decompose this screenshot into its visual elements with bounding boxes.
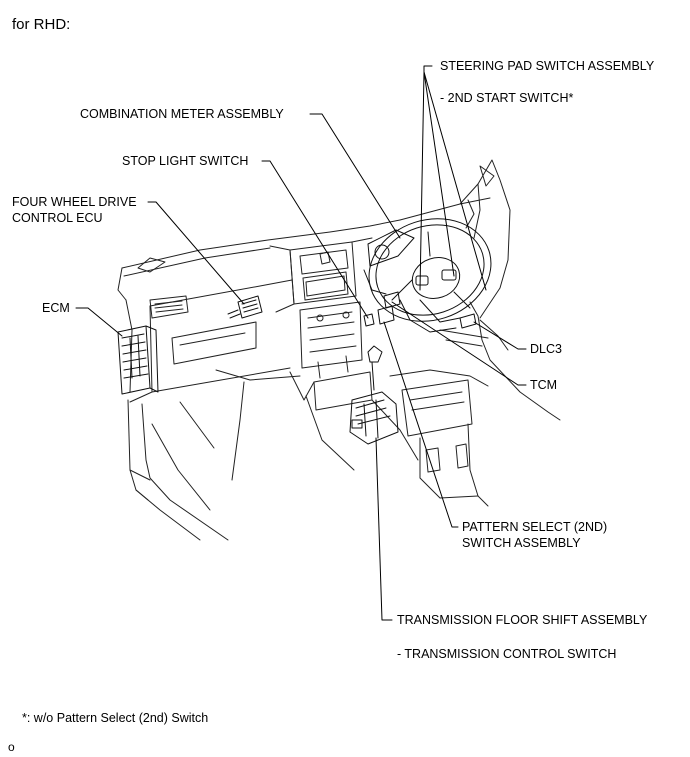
steering-wheel — [368, 218, 492, 333]
label-second-start: - 2ND START SWITCH* — [440, 91, 574, 105]
small-components — [363, 291, 477, 329]
four-wd-ecu — [227, 295, 263, 319]
label-trans-control: - TRANSMISSION CONTROL SWITCH — [397, 647, 617, 661]
label-four-wd-line2: CONTROL ECU — [12, 211, 103, 225]
leader-lines — [75, 65, 527, 621]
label-combination-meter: COMBINATION METER ASSEMBLY — [80, 107, 284, 121]
combination-meter — [363, 229, 415, 295]
floor-shift-assembly — [349, 345, 399, 445]
footnote: *: w/o Pattern Select (2nd) Switch — [22, 711, 209, 725]
figure-code: o — [8, 740, 15, 754]
label-steering-pad: STEERING PAD SWITCH ASSEMBLY — [440, 59, 655, 73]
dashboard-body — [117, 159, 561, 541]
page-header: for RHD: — [12, 16, 71, 33]
label-four-wd-line1: FOUR WHEEL DRIVE — [12, 195, 137, 209]
ecm-unit — [117, 325, 159, 395]
label-stop-light: STOP LIGHT SWITCH — [122, 154, 249, 168]
label-tcm: TCM — [530, 378, 558, 392]
label-pattern-line1: PATTERN SELECT (2ND) — [462, 520, 608, 534]
label-floor-shift: TRANSMISSION FLOOR SHIFT ASSEMBLY — [397, 613, 648, 627]
label-dlc3: DLC3 — [530, 342, 562, 356]
label-ecm: ECM — [42, 301, 70, 315]
label-pattern-line2: SWITCH ASSEMBLY — [462, 536, 581, 550]
